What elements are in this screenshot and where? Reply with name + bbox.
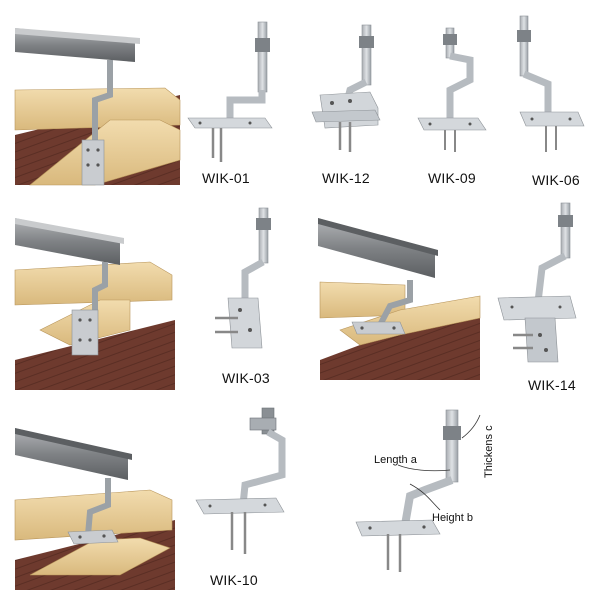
product-wik-14-illustration: [497, 202, 577, 363]
roof-hook-icon: [377, 280, 413, 327]
mounting-rail-icon: [318, 218, 435, 278]
product-code-wik-01: WIK-01: [202, 170, 250, 186]
mounting-rail-icon: [15, 28, 135, 62]
product-code-wik-09: WIK-09: [428, 170, 476, 186]
product-code-wik-03: WIK-03: [222, 370, 270, 386]
mounting-rail-icon: [15, 218, 120, 265]
height-leader-line: [409, 483, 441, 511]
product-code-wik-06: WIK-06: [532, 172, 580, 188]
base-plate-icon: [497, 295, 577, 321]
installation-scene-2: [14, 218, 175, 390]
installation-scene-1: [14, 28, 181, 186]
base-plate-icon: [355, 519, 441, 537]
angle-bracket-icon: [227, 297, 263, 349]
base-plate-icon: [187, 117, 273, 129]
product-code-wik-14: WIK-14: [528, 377, 576, 393]
roof-hook-icon: [519, 15, 529, 77]
product-wik-03-illustration: [215, 207, 271, 349]
product-wik-01-illustration: [187, 21, 273, 162]
product-wik-06-illustration: [517, 15, 585, 152]
wood-beam-icon: [14, 489, 173, 541]
roof-hook-icon: [92, 60, 113, 175]
installation-scene-3: [318, 218, 481, 380]
wood-beam-icon: [14, 261, 173, 306]
roof-hook-icon: [361, 24, 372, 86]
roof-hook-icon: [257, 21, 268, 93]
dimension-length-label: Length a: [374, 454, 417, 466]
length-leader-line: [397, 464, 451, 472]
product-code-wik-12: WIK-12: [322, 170, 370, 186]
base-plate-icon: [195, 497, 285, 515]
roof-hook-icon: [445, 409, 459, 483]
roof-hook-icon: [85, 478, 111, 536]
product-code-wik-10: WIK-10: [210, 572, 258, 588]
product-wik-09-illustration: [417, 27, 487, 152]
roof-hook-icon: [560, 202, 571, 259]
installation-scene-4: [14, 428, 175, 590]
product-wik-12-illustration: [311, 24, 381, 152]
wood-rafter-icon: [29, 537, 171, 576]
thickness-leader-line: [461, 414, 481, 439]
roof-hook-icon: [258, 207, 269, 264]
dimension-diagram: [355, 409, 481, 572]
base-plate-icon: [417, 117, 487, 131]
base-plate-icon: [519, 111, 585, 127]
roof-hook-icon: [239, 428, 286, 506]
dimension-height-label: Height b: [432, 512, 473, 524]
product-wik-10-illustration: [195, 407, 286, 554]
mounting-rail-icon: [15, 428, 128, 480]
dimension-thickness-label: Thickens c: [483, 425, 495, 478]
